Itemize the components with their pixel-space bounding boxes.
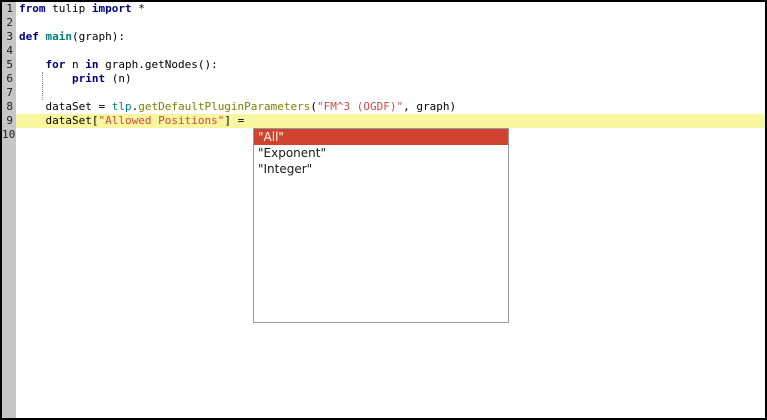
autocomplete-popup: "All""Exponent" "Integer": [253, 128, 509, 323]
code-lines[interactable]: from tulip import * def main(graph): for …: [16, 2, 765, 142]
code-token: main: [45, 30, 73, 43]
code-token: dataSet =: [19, 100, 112, 113]
line-number: 7: [6, 86, 13, 99]
code-line-5[interactable]: for n in graph.getNodes():: [16, 58, 765, 72]
autocomplete-item[interactable]: "Exponent": [258, 146, 326, 160]
line-number: 2: [6, 16, 13, 29]
code-token: .: [131, 100, 139, 113]
code-token: (: [310, 100, 318, 113]
code-token: [19, 72, 72, 85]
code-line-2[interactable]: [16, 16, 765, 30]
code-token: [19, 58, 46, 71]
code-line-9[interactable]: dataSet["Allowed Positions"] =: [16, 114, 765, 128]
code-token: tlp: [111, 100, 132, 113]
code-token: getDefaultPluginParameters: [138, 100, 311, 113]
code-token: (graph):: [72, 30, 125, 43]
code-token: dataSet[: [19, 114, 99, 127]
line-number: 3: [6, 30, 13, 43]
autocomplete-item-selected[interactable]: "All": [254, 129, 508, 145]
code-line-6[interactable]: print (n): [16, 72, 765, 86]
line-number: 6: [6, 72, 13, 85]
code-token: from: [19, 2, 46, 15]
code-token: [39, 30, 46, 43]
code-token: tulip: [45, 2, 92, 15]
code-token: "Allowed Positions": [98, 114, 225, 127]
code-token: (n): [105, 72, 132, 85]
code-token: *: [131, 2, 145, 15]
code-line-7[interactable]: [16, 86, 765, 100]
line-number: 4: [6, 44, 13, 57]
line-number: 5: [6, 58, 13, 71]
code-token: in: [85, 58, 99, 71]
code-token: "FM^3 (OGDF)": [317, 100, 404, 113]
indentation-guide: [42, 72, 43, 100]
code-token: for: [45, 58, 66, 71]
line-number: 8: [6, 100, 13, 113]
code-token: ] =: [224, 114, 251, 127]
code-token: def: [19, 30, 39, 43]
code-line-4[interactable]: [16, 44, 765, 58]
code-line-1[interactable]: from tulip import *: [16, 2, 765, 16]
code-token: , graph): [403, 100, 457, 113]
code-token: graph.getNodes():: [98, 58, 218, 71]
line-number: 9: [6, 114, 13, 127]
autocomplete-item[interactable]: "Integer": [258, 162, 313, 176]
code-line-3[interactable]: def main(graph):: [16, 30, 765, 44]
code-token: print: [71, 72, 106, 85]
line-number: 1: [6, 2, 13, 15]
code-token: n: [65, 58, 86, 71]
code-token: import: [91, 2, 132, 15]
line-number: 10: [2, 128, 16, 141]
code-line-8[interactable]: dataSet = tlp.getDefaultPluginParameters…: [16, 100, 765, 114]
